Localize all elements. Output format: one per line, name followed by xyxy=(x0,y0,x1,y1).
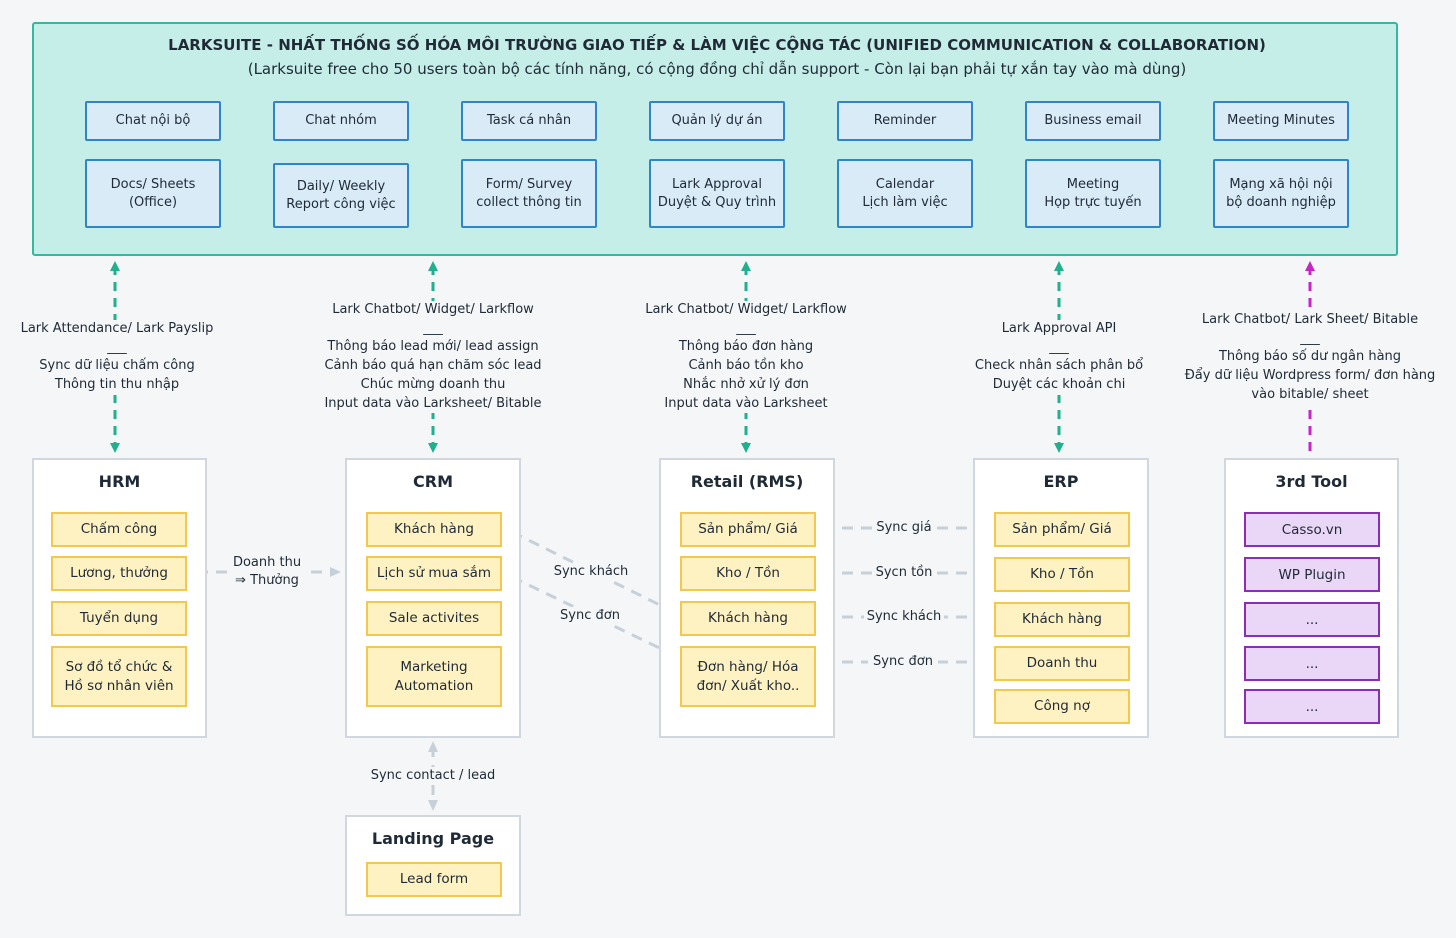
module-item: Công nợ xyxy=(994,689,1130,724)
lark-feature-box: Quản lý dự án xyxy=(649,101,785,141)
lark-feature-box: Meeting Minutes xyxy=(1213,101,1349,141)
module-item: Khách hàng xyxy=(680,601,816,636)
rms-erp-label: Sync giá xyxy=(872,519,936,537)
module-item: Sơ đồ tổ chức & Hồ sơ nhân viên xyxy=(51,646,187,707)
module-item: ... xyxy=(1244,646,1380,681)
lark-feature-box: Mạng xã hội nội bộ doanh nghiệp xyxy=(1213,159,1349,228)
module-item: ... xyxy=(1244,602,1380,637)
crm-integration-label: Lark Chatbot/ Widget/ Larkflow ___ Thông… xyxy=(318,301,548,414)
module-item: Đơn hàng/ Hóa đơn/ Xuất kho.. xyxy=(680,646,816,707)
rms-erp-label: Sycn tồn xyxy=(872,564,936,582)
module-title: Landing Page xyxy=(371,829,495,848)
module-item: Marketing Automation xyxy=(366,646,502,707)
lark-feature-box: Meeting Họp trực tuyến xyxy=(1025,159,1161,228)
larksuite-panel: LARKSUITE - NHẤT THỐNG SỐ HÓA MÔI TRƯỜNG… xyxy=(32,22,1398,256)
module-item: Khách hàng xyxy=(366,512,502,547)
module-item: Kho / Tồn xyxy=(994,557,1130,592)
lark-feature-box: Chat nội bộ xyxy=(85,101,221,141)
crm-rms-khach-arrow xyxy=(507,529,677,614)
module-title: HRM xyxy=(98,472,141,491)
module-item: ... xyxy=(1244,689,1380,724)
module-item: Khách hàng xyxy=(994,602,1130,637)
module-item: WP Plugin xyxy=(1244,557,1380,592)
module-item: Lịch sử mua sắm xyxy=(366,556,502,591)
third-tool-module: 3rd Tool Casso.vn WP Plugin ... ... ... xyxy=(1224,458,1399,738)
rms-module: Retail (RMS) Sản phẩm/ Giá Kho / Tồn Khá… xyxy=(659,458,835,738)
module-item: Lương, thưởng xyxy=(51,556,187,591)
lark-feature-box: Docs/ Sheets (Office) xyxy=(85,159,221,228)
module-item: Sản phẩm/ Giá xyxy=(680,512,816,547)
lark-feature-box: Form/ Survey collect thông tin xyxy=(461,159,597,228)
hrm-crm-label: Doanh thu ⇒ Thưởng xyxy=(227,554,307,590)
sync-don-label: Sync đơn xyxy=(552,607,628,625)
module-item: Casso.vn xyxy=(1244,512,1380,547)
erp-module: ERP Sản phẩm/ Giá Kho / Tồn Khách hàng D… xyxy=(973,458,1149,738)
hrm-module: HRM Chấm công Lương, thưởng Tuyển dụng S… xyxy=(32,458,207,738)
sync-khach-label: Sync khách xyxy=(548,563,634,581)
diagram-subtitle: (Larksuite free cho 50 users toàn bộ các… xyxy=(247,60,1187,78)
module-item: Lead form xyxy=(366,862,502,897)
rms-erp-label: Sync đơn xyxy=(868,653,938,671)
module-item: Chấm công xyxy=(51,512,187,547)
module-title: Retail (RMS) xyxy=(690,472,804,491)
crm-module: CRM Khách hàng Lịch sử mua sắm Sale acti… xyxy=(345,458,521,738)
landing-sync-label: Sync contact / lead xyxy=(363,767,503,785)
rms-integration-label: Lark Chatbot/ Widget/ Larkflow ___ Thông… xyxy=(631,301,861,414)
lark-feature-box: Chat nhóm xyxy=(273,101,409,141)
diagram-title: LARKSUITE - NHẤT THỐNG SỐ HÓA MÔI TRƯỜNG… xyxy=(168,36,1266,54)
landing-page-module: Landing Page Lead form xyxy=(345,815,521,916)
lark-feature-box: Daily/ Weekly Report công việc xyxy=(273,163,409,228)
module-item: Sản phẩm/ Giá xyxy=(994,512,1130,547)
module-title: ERP xyxy=(1043,472,1079,491)
module-item: Kho / Tồn xyxy=(680,556,816,591)
rms-erp-label: Sync khách xyxy=(864,608,944,626)
lark-feature-box: Calendar Lịch làm việc xyxy=(837,159,973,228)
module-title: 3rd Tool xyxy=(1275,472,1348,491)
lark-feature-box: Task cá nhân xyxy=(461,101,597,141)
module-title: CRM xyxy=(413,472,453,491)
module-item: Sale activites xyxy=(366,601,502,636)
module-item: Doanh thu xyxy=(994,646,1130,681)
erp-integration-label: Lark Approval API ___ Check nhân sách ph… xyxy=(964,320,1154,395)
lark-feature-box: Lark Approval Duyệt & Quy trình xyxy=(649,159,785,228)
hrm-integration-label: Lark Attendance/ Lark Payslip ___ Sync d… xyxy=(12,320,222,395)
lark-feature-box: Reminder xyxy=(837,101,973,141)
crm-rms-don-arrow xyxy=(507,574,677,657)
lark-feature-box: Business email xyxy=(1025,101,1161,141)
module-item: Tuyển dụng xyxy=(51,601,187,636)
tool-integration-label: Lark Chatbot/ Lark Sheet/ Bitable ___ Th… xyxy=(1184,311,1436,405)
